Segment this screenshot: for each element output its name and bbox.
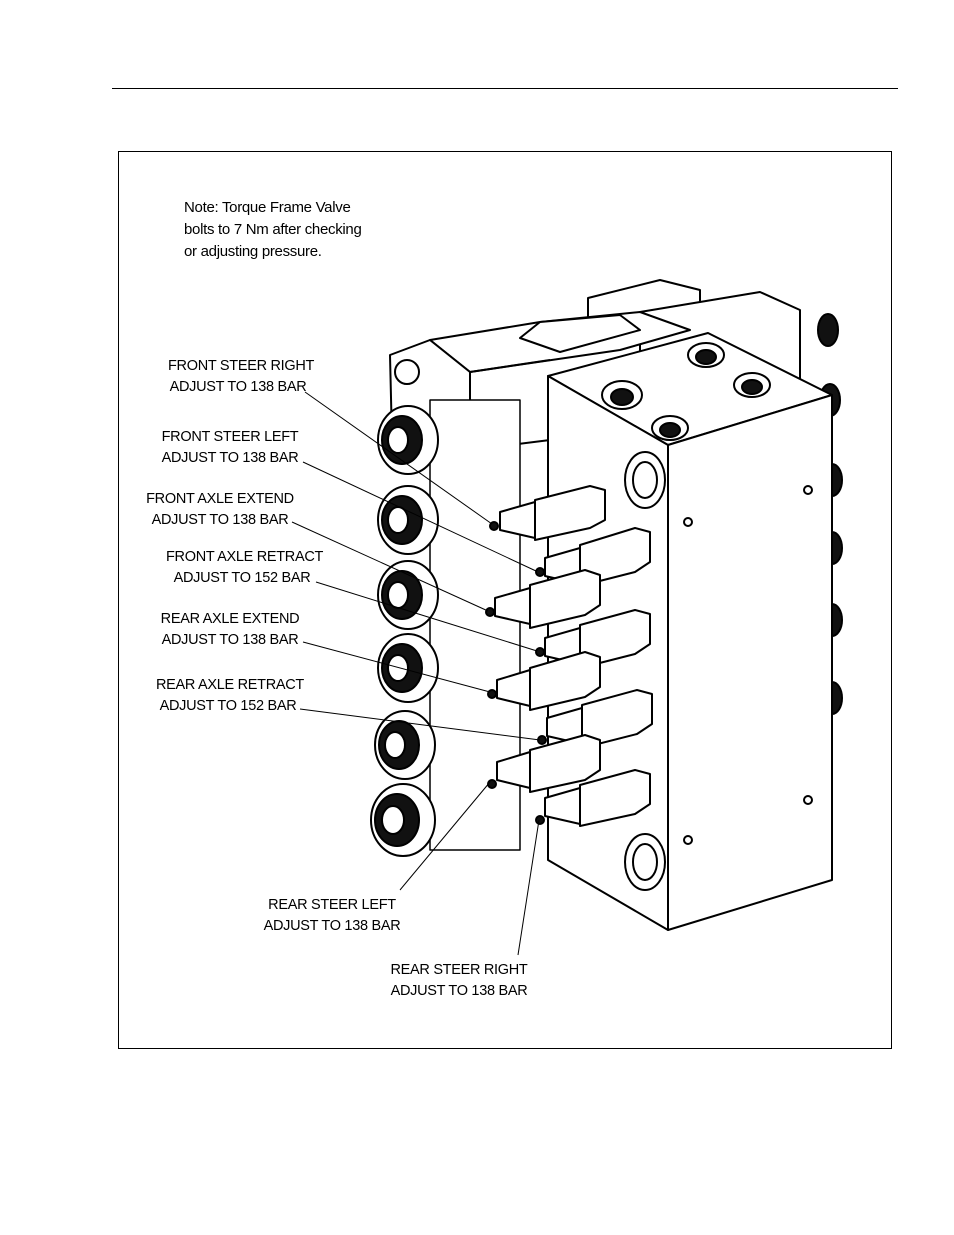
knob — [374, 710, 436, 780]
knob — [370, 783, 436, 857]
callout-setting: ADJUST TO 138 BAR — [263, 918, 401, 934]
callout-name: REAR AXLE EXTEND — [160, 611, 300, 627]
knob — [377, 633, 439, 703]
port — [733, 372, 771, 398]
callout-setting: ADJUST TO 138 BAR — [169, 379, 307, 395]
mounting-bolt — [624, 451, 666, 509]
relief-valve — [485, 569, 601, 629]
note-line: Note: Torque Frame Valve — [184, 199, 351, 216]
callout-name: REAR STEER RIGHT — [390, 962, 528, 978]
callout-rear-steer-left: REAR STEER LEFT ADJUST TO 138 BAR — [260, 895, 404, 937]
figure-frame — [118, 151, 892, 1049]
callout-front-axle-retract: FRONT AXLE RETRACT ADJUST TO 152 BAR — [166, 547, 324, 589]
relief-valve — [487, 734, 601, 793]
callout-front-steer-left: FRONT STEER LEFT ADJUST TO 138 BAR — [160, 427, 300, 469]
relief-valve — [537, 689, 653, 749]
callout-setting: ADJUST TO 138 BAR — [161, 450, 299, 466]
callout-setting: ADJUST TO 138 BAR — [161, 632, 299, 648]
callout-name: FRONT AXLE EXTEND — [146, 491, 294, 507]
callout-name: FRONT STEER RIGHT — [168, 358, 315, 374]
port — [687, 342, 725, 368]
port — [651, 415, 689, 441]
note-line: bolts to 7 Nm after checking — [184, 221, 362, 238]
callout-front-axle-extend: FRONT AXLE EXTEND ADJUST TO 138 BAR — [145, 489, 295, 531]
callout-setting: ADJUST TO 138 BAR — [151, 512, 289, 528]
callout-name: FRONT STEER LEFT — [161, 429, 299, 445]
callout-front-steer-right: FRONT STEER RIGHT ADJUST TO 138 BAR — [168, 356, 315, 398]
knob — [377, 560, 439, 630]
callout-name: REAR STEER LEFT — [268, 897, 396, 913]
knob — [377, 405, 439, 475]
callout-name: FRONT AXLE RETRACT — [166, 549, 324, 565]
knob-stack — [370, 399, 521, 857]
callout-setting: ADJUST TO 152 BAR — [173, 570, 311, 586]
port — [601, 380, 643, 410]
torque-note: Note: Torque Frame Valve bolts to 7 Nm a… — [184, 197, 414, 263]
mounting-bolt — [624, 833, 666, 891]
knob — [377, 485, 439, 555]
callout-setting: ADJUST TO 138 BAR — [390, 983, 528, 999]
relief-valve — [487, 651, 601, 711]
callout-name: REAR AXLE RETRACT — [156, 677, 304, 693]
relief-valve — [535, 769, 651, 827]
header-rule — [112, 88, 898, 89]
callout-setting: ADJUST TO 152 BAR — [159, 698, 297, 714]
callout-rear-steer-right: REAR STEER RIGHT ADJUST TO 138 BAR — [384, 960, 534, 1002]
callout-rear-axle-retract: REAR AXLE RETRACT ADJUST TO 152 BAR — [156, 675, 304, 717]
callout-rear-axle-extend: REAR AXLE EXTEND ADJUST TO 138 BAR — [158, 609, 302, 651]
relief-valves — [485, 485, 653, 827]
note-line: or adjusting pressure. — [184, 243, 322, 260]
leader-lines — [291, 391, 541, 956]
